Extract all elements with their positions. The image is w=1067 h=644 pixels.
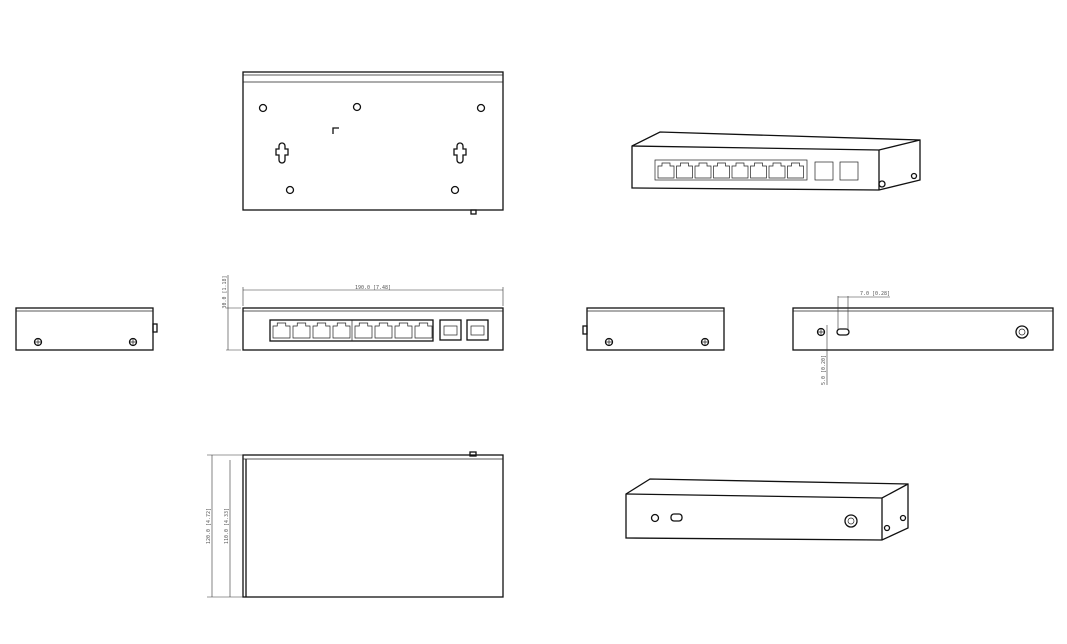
- width-dimension-label: 190.0 [7.48]: [355, 285, 391, 291]
- isometric-front-view: [631, 131, 921, 191]
- depth-overall-dimension-label: 120.0 [4.72]: [206, 508, 212, 544]
- rj45-port: [332, 322, 351, 339]
- rear-view: 7.0 [0.28] 5.0 [0.20]: [792, 291, 1054, 385]
- slot-height-dimension-label: 5.0 [0.20]: [821, 355, 827, 385]
- rj45-port: [292, 322, 311, 339]
- keyhole: [275, 142, 467, 164]
- rj45-port: [750, 162, 767, 179]
- rj45-port: [312, 322, 331, 339]
- rj45-port: [694, 162, 712, 179]
- rj45-port: [731, 162, 749, 179]
- mount-hole: [352, 102, 362, 112]
- right-side-view: [582, 307, 725, 351]
- rj45-port: [374, 322, 393, 339]
- rj45-port: [394, 322, 413, 339]
- front-view: 190.0 [7.48] 30.0 [1.18]: [222, 275, 504, 351]
- depth-body-dimension-label: 110.0 [4.33]: [224, 508, 230, 544]
- rj45-port: [676, 162, 693, 179]
- slot-offset-dimension-label: 7.0 [0.28]: [860, 291, 890, 297]
- rj45-port: [657, 162, 675, 179]
- mount-hole: [258, 103, 268, 113]
- isometric-rear-view: [625, 478, 909, 541]
- power-connector: [1015, 325, 1029, 339]
- rj45-port: [272, 322, 291, 339]
- top-view: [242, 71, 504, 215]
- bottom-view: 120.0 [4.72] 110.0 [4.33]: [206, 451, 504, 598]
- rj45-port: [787, 162, 804, 179]
- mount-hole: [476, 103, 486, 113]
- rj45-port: [768, 162, 786, 179]
- rj45-port: [414, 322, 433, 339]
- mount-hole: [285, 185, 295, 195]
- height-dimension-label: 30.0 [1.18]: [222, 275, 228, 308]
- power-slot: [836, 328, 850, 336]
- rj45-port: [354, 322, 373, 339]
- ground-screw: [816, 327, 826, 337]
- left-side-view: [15, 307, 158, 351]
- rj45-port: [713, 162, 730, 179]
- mount-hole: [450, 185, 460, 195]
